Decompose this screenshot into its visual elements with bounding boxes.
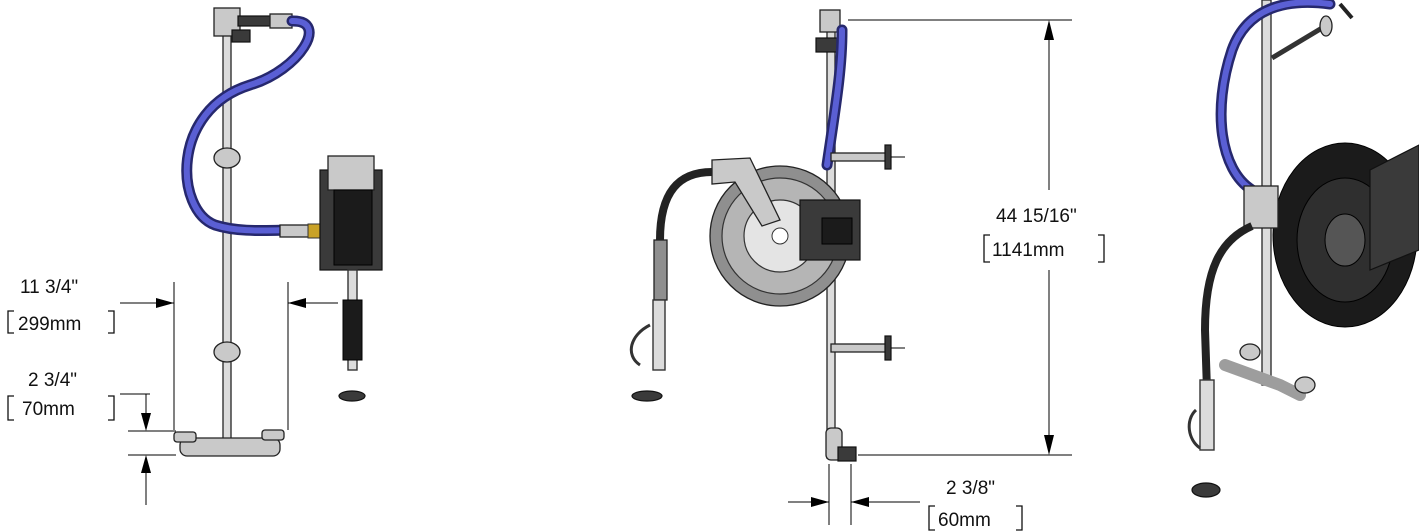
width-metric-label: 299mm [18,314,81,335]
front-top-valve [237,15,273,27]
height-metric-label: 1141mm [992,240,1065,261]
iso-reel-bracket [1369,144,1419,271]
iso-handle-right [1294,376,1316,394]
front-hose [181,15,315,237]
wall-metric-label: 60mm [938,510,991,531]
front-view: 11 3/4" 299mm 2 3/4" 70mm [7,7,383,505]
front-wall-bracket-lower [213,341,241,363]
front-reel-mount-plate [327,155,375,191]
side-wall-arm-upper [830,152,890,162]
side-view: 44 15/16" 1141mm 2 3/8" 60mm [629,9,1105,531]
spout-imperial-label: 2 3/4" [28,370,77,391]
iso-reel-hub [1324,213,1366,267]
iso-spray-handle [1187,408,1201,450]
side-top-fitting [819,9,841,33]
iso-faucet-body [1219,359,1306,401]
front-spray-head [338,390,366,402]
iso-spray-valve [1199,379,1215,451]
side-hose-guide [711,157,781,227]
height-imperial-label: 44 15/16" [996,206,1077,227]
wall-imperial-label: 2 3/8" [946,478,995,499]
front-handle-right [261,429,285,441]
front-faucet-body [179,437,281,457]
spout-metric-label: 70mm [22,399,75,420]
side-wall-arm-lower [830,343,890,353]
side-spray-head [631,390,663,402]
front-top-clamp [231,29,251,43]
iso-handle-left [1239,343,1261,361]
iso-spray-head [1191,482,1221,498]
iso-output-hose [1200,222,1254,391]
front-wall-bracket-upper [213,147,241,169]
width-imperial-label: 11 3/4" [20,277,78,298]
iso-wall-arm-upper [1270,25,1324,61]
side-output-hose [656,168,713,310]
front-handle-left [173,431,197,443]
iso-hose-guide [1243,185,1279,229]
side-spray-valve [652,299,666,371]
side-spray-handle [629,323,651,367]
isometric-view [1187,0,1419,498]
